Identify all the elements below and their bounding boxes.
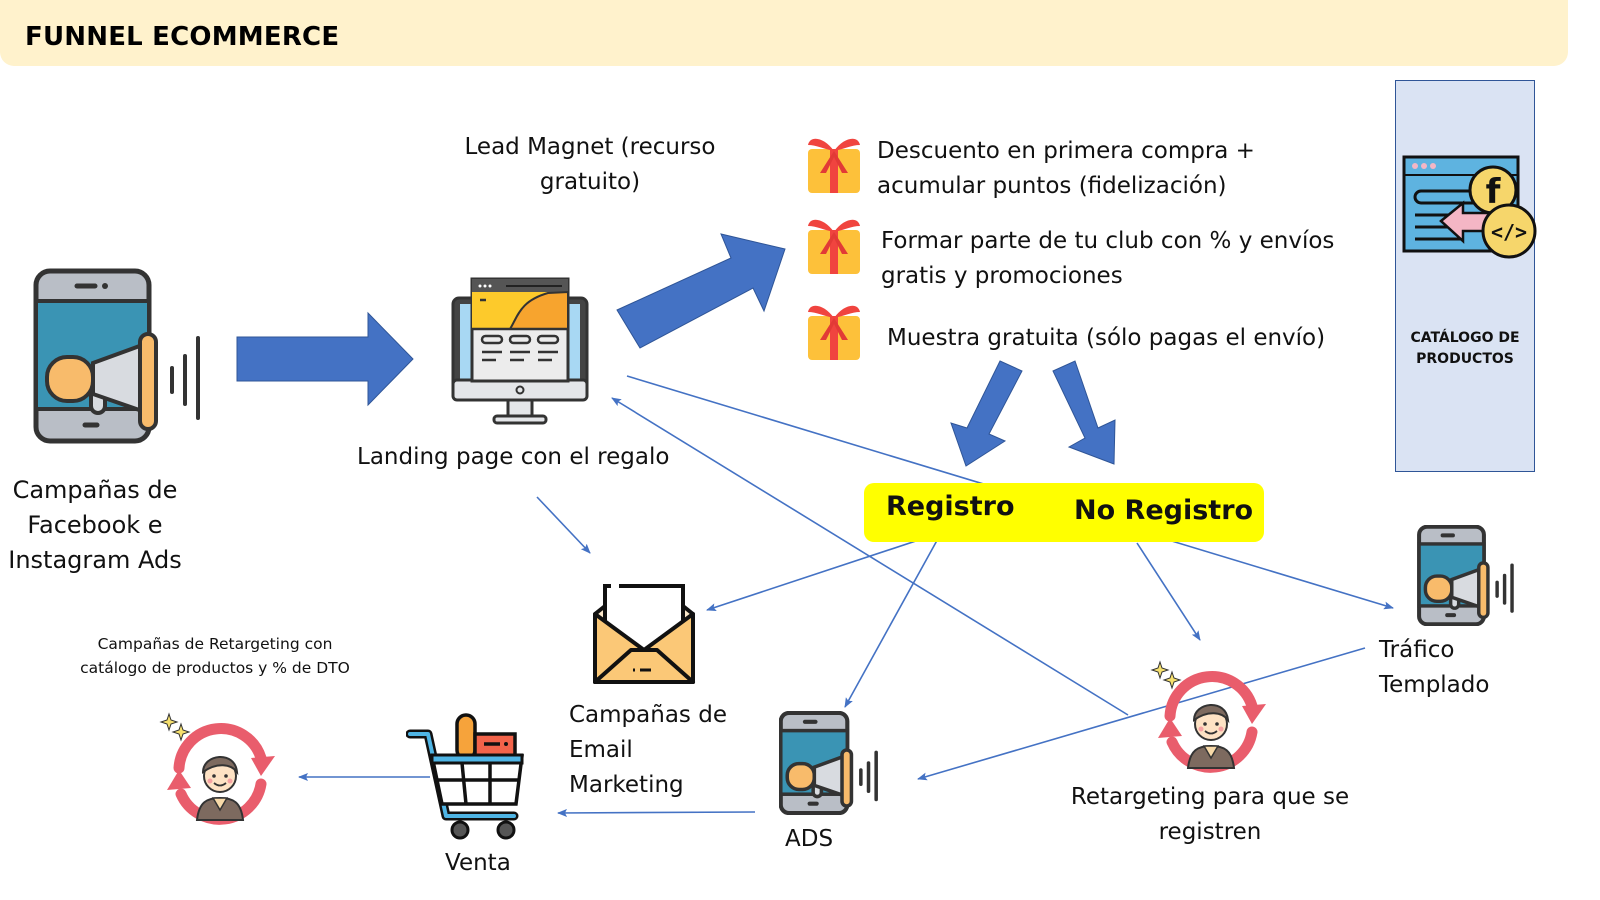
gift-text-1: Descuento en primera compra + acumular p… <box>877 134 1255 204</box>
shopping-cart-icon <box>406 713 524 840</box>
page-title: FUNNEL ECOMMERCE <box>25 22 340 52</box>
megaphone-phone-icon <box>33 268 200 444</box>
label-line: Instagram Ads <box>8 546 182 574</box>
label-line: Templado <box>1379 672 1490 698</box>
label-line: Lead Magnet (recurso <box>464 134 716 160</box>
connector-landing-to-email <box>536 496 591 554</box>
label-line: Tráfico <box>1379 637 1455 663</box>
block-arrow-to-registro <box>950 360 1023 467</box>
gift-icon <box>808 305 860 360</box>
svg-text:f: f <box>1486 172 1502 212</box>
envelope-icon <box>593 584 695 684</box>
connector-ads-to-venta <box>557 808 756 817</box>
connector-noregistro-to-retargeting <box>1136 542 1201 641</box>
registro-label: Registro <box>886 491 1015 522</box>
gift-icon <box>808 219 860 274</box>
no-registro-label: No Registro <box>1074 495 1254 526</box>
connector-trafico-to-ads <box>917 647 1366 781</box>
connector-registro-to-email <box>706 532 941 611</box>
node-label-ads: ADS <box>785 826 834 852</box>
node-label-venta: Venta <box>445 850 511 876</box>
label-line: acumular puntos (fidelización) <box>877 173 1227 199</box>
megaphone-phone-icon <box>1417 525 1514 626</box>
decision-box: Registro No Registro <box>864 483 1264 542</box>
gift-text-3: Muestra gratuita (sólo pagas el envío) <box>887 321 1325 356</box>
label-line: Campañas de <box>569 702 727 728</box>
label-line: catálogo de productos y % de DTO <box>80 659 350 677</box>
retargeting-person-icon <box>1150 660 1266 773</box>
node-label-facebook-ads: Campañas de Facebook e Instagram Ads <box>0 473 190 578</box>
label-line: Marketing <box>569 772 684 798</box>
label-line: Formar parte de tu club con % y envíos <box>881 228 1335 254</box>
label-line: Campañas de <box>12 476 178 504</box>
label-line: Descuento en primera compra + <box>877 138 1255 164</box>
catalog-label: CATÁLOGO DE PRODUCTOS <box>1396 328 1534 370</box>
header-banner: FUNNEL ECOMMERCE <box>0 0 1568 66</box>
block-arrow-to-no-registro <box>1052 360 1116 465</box>
landing-page-monitor-icon <box>451 277 589 425</box>
catalog-panel: f </> CATÁLOGO DE PRODUCTOS <box>1395 80 1537 472</box>
node-label-landing: Landing page con el regalo <box>357 444 670 470</box>
node-label-retargeting-register: Retargeting para que se registren <box>1060 780 1360 850</box>
node-label-email: Campañas de Email Marketing <box>569 698 727 803</box>
label-line: registren <box>1158 819 1262 845</box>
node-label-retargeting-catalog: Campañas de Retargeting con catálogo de … <box>60 632 370 680</box>
label-line: gratuito) <box>539 169 641 195</box>
label-line: Muestra gratuita (sólo pagas el envío) <box>887 325 1326 351</box>
label-line: Facebook e <box>27 511 163 539</box>
connector-registro-to-ads <box>844 534 941 708</box>
facebook-catalog-code-icon: f </> <box>1402 155 1537 259</box>
node-label-trafico: Tráfico Templado <box>1379 633 1489 703</box>
block-arrow-landing-to-gifts <box>616 233 786 349</box>
catalog-label-line: CATÁLOGO DE <box>1410 330 1520 346</box>
gift-icon <box>808 138 860 193</box>
label-line: gratis y promociones <box>881 263 1123 289</box>
node-label-lead-magnet: Lead Magnet (recurso gratuito) <box>440 130 740 200</box>
megaphone-phone-icon <box>779 711 878 815</box>
label-line: Retargeting para que se <box>1070 784 1350 810</box>
block-arrow-ads-to-landing <box>236 311 414 407</box>
catalog-label-line: PRODUCTOS <box>1416 351 1514 367</box>
label-line: Campañas de Retargeting con <box>97 635 333 653</box>
gift-text-2: Formar parte de tu club con % y envíos g… <box>881 224 1334 294</box>
retargeting-person-icon <box>159 712 275 825</box>
label-line: Email <box>569 737 633 763</box>
svg-text:</>: </> <box>1491 220 1527 244</box>
